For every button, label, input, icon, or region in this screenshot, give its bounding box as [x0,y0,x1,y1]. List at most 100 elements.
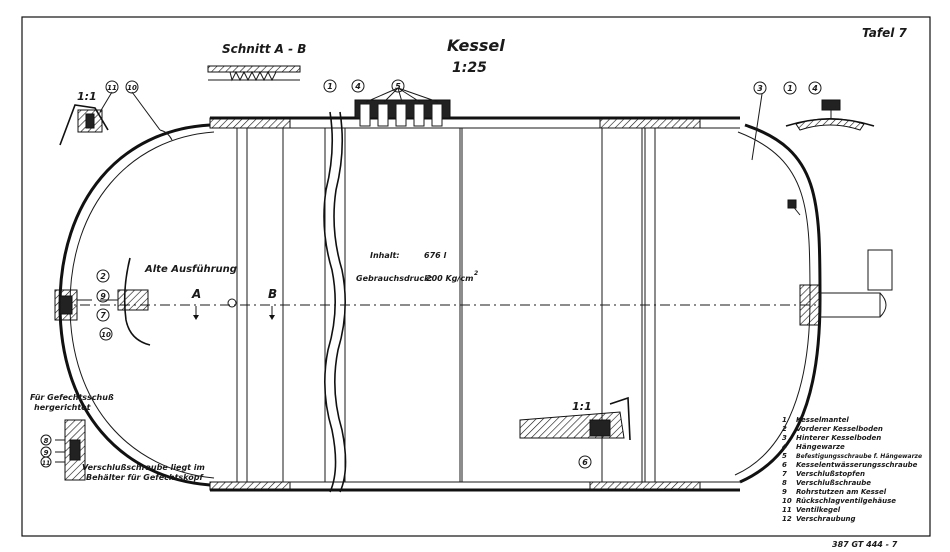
callout-9: 9 [96,289,110,303]
svg-text:Verschlußschraube: Verschlußschraube [796,479,871,487]
svg-text:Rückschlagventilgehäuse: Rückschlagventilgehäuse [796,497,896,505]
svg-text:8: 8 [782,479,787,487]
legend-item: 9 Rohrstutzen am Kessel [782,488,887,496]
callout-8: 8 [40,434,52,446]
svg-text:7: 7 [782,470,787,478]
svg-text:9: 9 [782,488,787,496]
alt-design-detail [100,257,151,346]
legend-item: 3 Hinterer Kesselboden [782,434,881,442]
combat-note-line2: hergerichtet [34,403,92,412]
pressure-exponent: 2 [474,270,478,277]
legend-item: 8 Verschlußschraube [782,479,871,487]
drawing-title: Kessel [447,36,505,55]
svg-text:7: 7 [100,311,106,320]
legend-item: 11 Ventilkegel [782,506,841,514]
callout-11-lower: 11 [40,456,52,468]
detail-1-1-right [519,396,631,441]
svg-text:12: 12 [782,515,792,523]
alt-design-label: Alte Ausführung [144,264,237,275]
svg-text:9: 9 [100,292,106,301]
legend-item: 10 Rückschlagventilgehäuse [782,497,896,505]
valve-cap-detail [785,99,875,131]
callout-10-lower: 10 [99,327,113,341]
plug-note-line1: Verschlußschraube liegt im [82,463,205,472]
callout-5: 5 [391,79,405,93]
legend-item: 2 Vorderer Kesselboden [782,425,883,433]
legend-item: 1 Kesselmantel [782,416,849,424]
svg-text:11: 11 [782,506,792,514]
legend-item: 7 Verschlußstopfen [782,470,865,478]
svg-text:Hängewarze: Hängewarze [796,443,845,451]
section-markers: A B [191,287,277,320]
section-title: Schnitt A - B [222,42,306,56]
footer-code: 387 GT 444 - 7 [832,540,898,549]
callout-4: 4 [351,79,365,93]
capacity-value: 676 l [424,251,446,260]
detail-1-1-left [59,91,173,146]
drawing-scale: 1:25 [452,60,487,76]
svg-text:2: 2 [100,272,106,281]
boiler-vessel [58,111,822,493]
capacity-label: Inhalt: [370,251,400,260]
pressure-value: 200 Kg/cm [426,274,473,283]
svg-text:1: 1 [327,82,333,91]
svg-text:1: 1 [787,84,793,93]
detail-scale-right: 1:1 [572,400,592,413]
callout-2: 2 [96,269,110,283]
svg-text:11: 11 [42,460,50,467]
svg-text:5: 5 [782,452,787,460]
callout-3: 3 [751,81,767,161]
break-line [323,111,337,493]
callout-1: 1 [323,79,337,93]
rear-nozzle-fitting [787,199,893,326]
svg-text:10: 10 [101,331,111,339]
svg-text:Kesselmantel: Kesselmantel [796,416,849,424]
svg-text:3: 3 [757,84,763,93]
callout-7: 7 [96,308,110,322]
svg-text:Befestigungsschraube f. Hängew: Befestigungsschraube f. Hängewarze [796,453,922,460]
svg-text:4: 4 [354,82,361,91]
svg-text:Ventilkegel: Ventilkegel [796,506,841,514]
svg-text:6: 6 [582,458,588,467]
callout-4-right: 4 [808,81,822,95]
svg-text:Verschraubung: Verschraubung [796,515,856,523]
svg-text:8: 8 [44,437,49,445]
combat-plug-detail [55,419,86,481]
svg-text:Hinterer Kesselboden: Hinterer Kesselboden [796,434,881,442]
svg-text:6: 6 [782,461,787,469]
callout-9-lower: 9 [40,446,52,458]
svg-text:10: 10 [782,497,792,505]
section-marker-b: B [268,287,277,301]
pressure-label: Gebrauchsdruck: [356,274,433,283]
svg-text:Kesselentwässerungsschraube: Kesselentwässerungsschraube [796,461,918,469]
svg-text:1: 1 [782,416,787,424]
svg-text:9: 9 [44,449,49,457]
callout-10: 10 [125,80,139,94]
detail-scale-left: 1:1 [77,90,97,103]
svg-text:Verschlußstopfen: Verschlußstopfen [796,470,865,478]
callout-1-right: 1 [783,81,797,95]
svg-text:3: 3 [782,434,787,442]
svg-text:2: 2 [782,425,787,433]
svg-text:Vorderer Kesselboden: Vorderer Kesselboden [796,425,883,433]
sheet-border [21,16,931,537]
combat-note-line1: Für Gefechtsschuß [30,393,114,402]
section-marker-a: A [191,287,201,301]
svg-text:10: 10 [127,84,137,92]
svg-text:Rohrstutzen am Kessel: Rohrstutzen am Kessel [796,488,887,496]
svg-text:5: 5 [395,82,401,91]
legend-item: 6 Kesselentwässerungsschraube [782,461,918,469]
callout-11: 11 [105,80,119,94]
hanging-lugs [354,87,451,127]
callout-6: 6 [578,455,592,469]
svg-text:11: 11 [107,84,117,92]
legend-item: 5 Befestigungsschraube f. Hängewarze [782,452,922,460]
sheet-label: Tafel 7 [862,26,908,40]
section-ab-detail [207,65,301,82]
svg-text:4: 4 [811,84,818,93]
front-valve-fitting [54,289,92,321]
legend-item: 12 Verschraubung [782,515,856,523]
plug-note-line2: Behälter für Gefechtskopf [86,473,204,482]
legend-item: 4 Hängewarze [782,443,845,451]
